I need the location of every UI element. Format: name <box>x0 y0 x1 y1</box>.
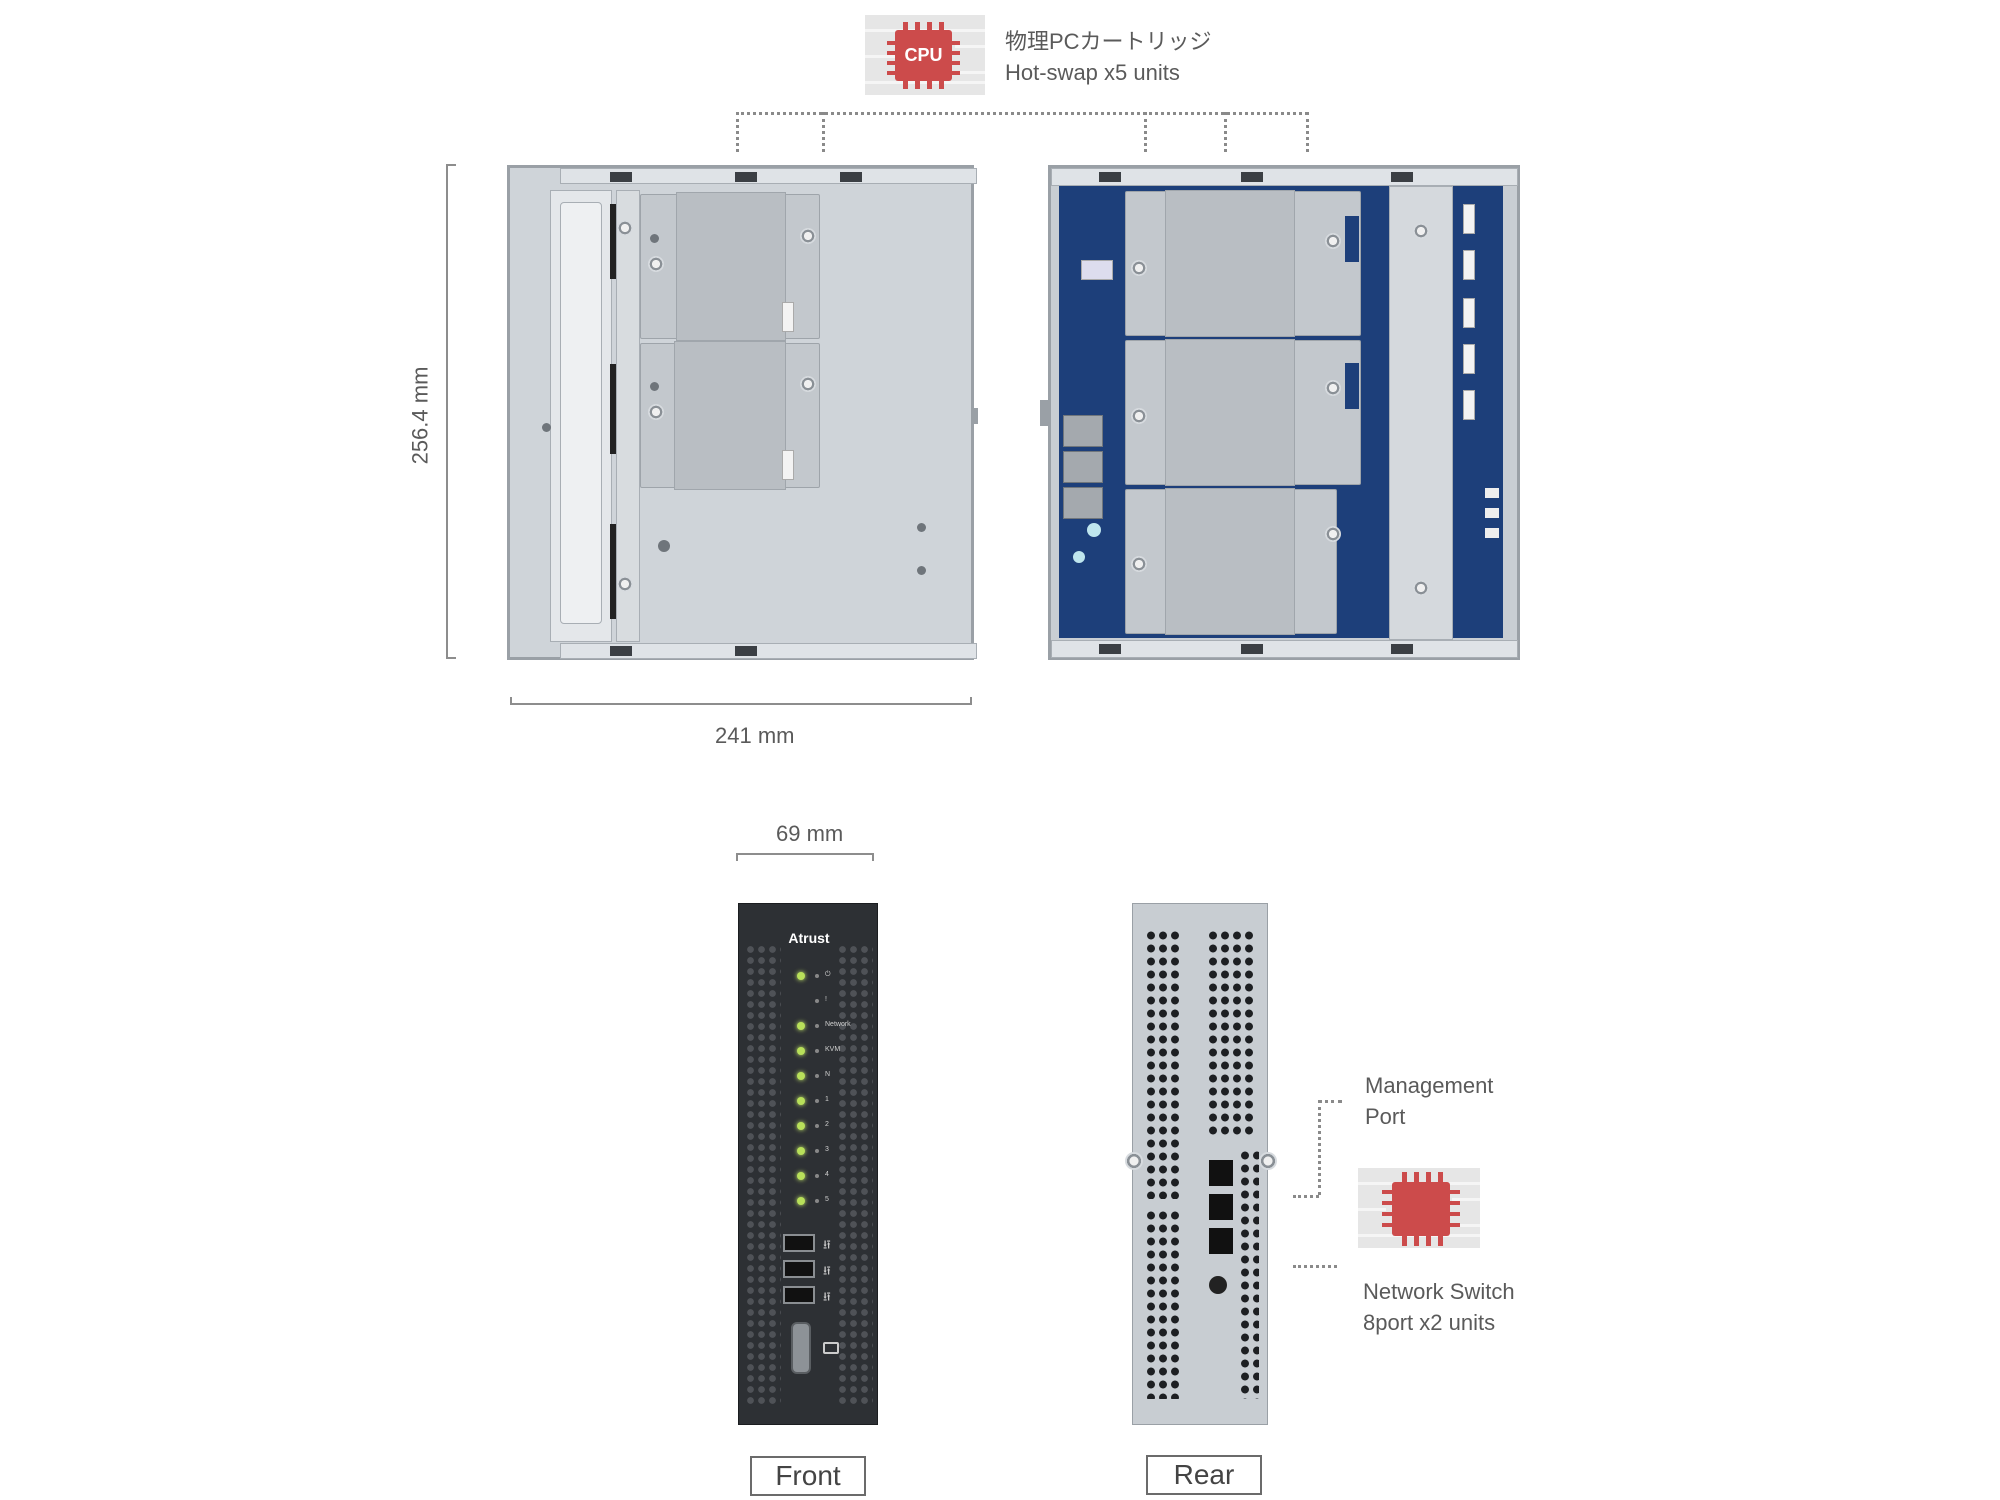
led-label: 2 <box>825 1121 829 1128</box>
cartridge-leader-drop <box>1144 112 1147 152</box>
status-led <box>797 1047 805 1055</box>
cpu-chip-icon: CPU <box>865 15 985 95</box>
usb-icon: ⭿ <box>823 1238 831 1252</box>
led-indicator-dot <box>815 1049 819 1053</box>
led-indicator-dot <box>815 1149 819 1153</box>
rear-view-label: Rear <box>1146 1455 1262 1495</box>
led-indicator-dot <box>815 999 819 1003</box>
led-label: 5 <box>825 1196 829 1203</box>
management-label-line1: Management <box>1365 1073 1494 1098</box>
status-led <box>797 1147 805 1155</box>
usb-icon: ⭿ <box>823 1264 831 1278</box>
led-label: 1 <box>825 1096 829 1103</box>
cpu-chip-label: CPU <box>895 30 952 81</box>
cartridge-leader-line <box>736 112 1308 115</box>
management-lan-port[interactable] <box>1209 1228 1233 1254</box>
depth-dimension-line <box>736 853 874 861</box>
led-label: ⏻ <box>825 971 831 978</box>
status-led <box>797 972 805 980</box>
vga-port[interactable] <box>791 1322 811 1374</box>
led-indicator-dot <box>815 1124 819 1128</box>
switch-label-line2: 8port x2 units <box>1363 1310 1496 1335</box>
management-leader-line <box>1293 1195 1319 1198</box>
status-led <box>797 1022 805 1030</box>
cartridge-leader-drop <box>1224 112 1227 152</box>
status-led <box>797 1197 805 1205</box>
depth-dimension-label: 69 mm <box>776 821 844 846</box>
led-label: Network <box>825 1021 851 1028</box>
cartridge-leader-drop <box>1306 112 1309 152</box>
usb-icon: ⭿ <box>823 1290 831 1304</box>
management-leader-line <box>1318 1100 1342 1103</box>
switch-leader-line <box>1293 1265 1337 1268</box>
chassis-top-view-right <box>1048 165 1520 660</box>
usb-port[interactable] <box>783 1234 815 1252</box>
switch-label-line1: Network Switch <box>1363 1279 1515 1304</box>
led-label: KVM <box>825 1046 841 1053</box>
led-indicator-dot <box>815 1024 819 1028</box>
rear-panel <box>1125 903 1277 1425</box>
status-led <box>797 1072 805 1080</box>
led-label: ! <box>825 996 827 1003</box>
width-dimension-label: 241 mm <box>715 723 795 748</box>
chassis-top-view-left <box>507 165 977 660</box>
status-led <box>797 1172 805 1180</box>
led-indicator-dot <box>815 1174 819 1178</box>
cartridge-leader-drop <box>822 112 825 152</box>
led-indicator-dot <box>815 1099 819 1103</box>
led-label: 3 <box>825 1146 829 1153</box>
management-label-line2: Port <box>1365 1104 1406 1129</box>
led-indicator-dot <box>815 1199 819 1203</box>
front-view-label: Front <box>750 1456 866 1496</box>
vga-icon <box>823 1342 839 1354</box>
lan-port[interactable] <box>1209 1160 1233 1186</box>
lan-port[interactable] <box>1209 1194 1233 1220</box>
status-led <box>797 1122 805 1130</box>
network-chip-icon <box>1358 1168 1480 1248</box>
cartridge-label-en: Hot-swap x5 units <box>1005 60 1180 85</box>
status-led <box>797 1097 805 1105</box>
height-dimension-line <box>446 164 456 659</box>
management-leader-line <box>1318 1100 1321 1195</box>
cartridge-label-jp: 物理PCカートリッジ <box>1005 29 1212 54</box>
led-label: N <box>825 1071 831 1078</box>
brand-logo: Atrust <box>788 930 830 946</box>
height-dimension-label: 256.4 mm <box>407 366 433 465</box>
usb-port[interactable] <box>783 1286 815 1304</box>
usb-port[interactable] <box>783 1260 815 1278</box>
cartridge-leader-drop <box>736 112 739 152</box>
led-indicator-dot <box>815 1074 819 1078</box>
led-label: 4 <box>825 1171 829 1178</box>
width-dimension-line <box>510 697 972 705</box>
power-jack[interactable] <box>1209 1276 1227 1294</box>
led-indicator-dot <box>815 974 819 978</box>
